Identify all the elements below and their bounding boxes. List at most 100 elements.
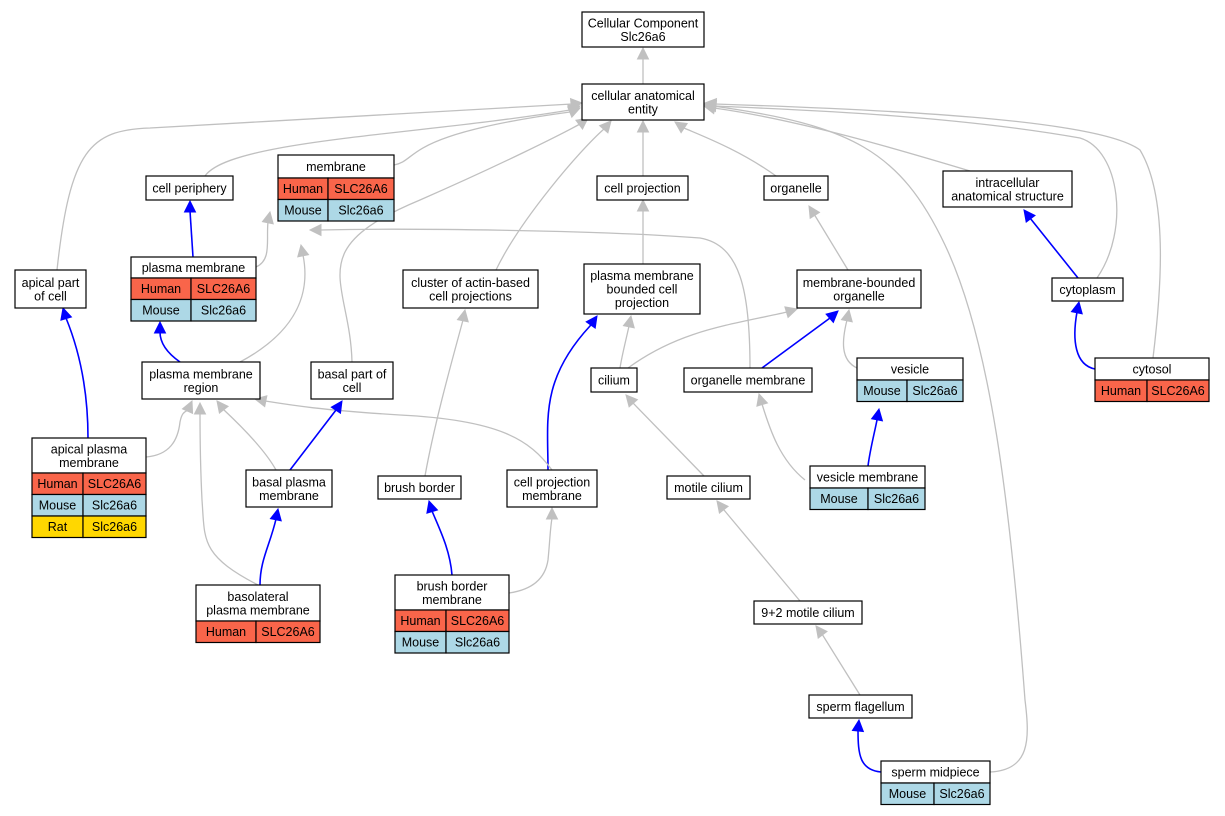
gene-label: Slc26a6 bbox=[874, 492, 919, 506]
edge-line bbox=[714, 105, 1118, 279]
gene-label: SLC26A6 bbox=[88, 477, 142, 491]
node-label: cell projection bbox=[604, 182, 680, 196]
edge-arrowhead bbox=[625, 394, 639, 408]
node-label: vesicle membrane bbox=[817, 471, 918, 485]
gene-label: Slc26a6 bbox=[92, 520, 137, 534]
node-label: sperm flagellum bbox=[816, 700, 904, 714]
gene-label: SLC26A6 bbox=[1151, 384, 1205, 398]
species-label: Mouse bbox=[820, 492, 858, 506]
node-brush-border[interactable]: brush border bbox=[377, 475, 462, 500]
edge-plasma-membrane-to-membrane bbox=[255, 210, 274, 268]
node-label: cell projection bbox=[514, 475, 590, 489]
edge-line bbox=[842, 319, 858, 369]
node-nine-two[interactable]: 9+2 motile cilium bbox=[753, 600, 863, 625]
edge-arrowhead bbox=[456, 308, 469, 323]
node-cell-periphery[interactable]: cell periphery bbox=[145, 175, 234, 201]
edge-arrowhead bbox=[1070, 300, 1083, 315]
gene-cell bbox=[906, 379, 964, 403]
edge-arrowhead bbox=[840, 308, 853, 323]
node-header-box bbox=[763, 175, 829, 201]
edge-line bbox=[189, 210, 194, 258]
node-sperm-flagellum[interactable]: sperm flagellum bbox=[808, 694, 913, 719]
edge-arrowhead bbox=[716, 500, 730, 514]
edge-arrowhead bbox=[674, 121, 689, 134]
node-organelle[interactable]: organelle bbox=[763, 175, 829, 201]
gene-label: Slc26a6 bbox=[338, 204, 383, 218]
species-label: Human bbox=[37, 477, 77, 491]
edge-line bbox=[1029, 217, 1079, 279]
node-header-box bbox=[402, 269, 539, 309]
edge-arrowhead bbox=[622, 314, 635, 329]
species-label: Mouse bbox=[889, 787, 927, 801]
edge-line bbox=[546, 323, 592, 471]
node-header-box bbox=[245, 469, 333, 508]
gene-cell bbox=[327, 198, 395, 222]
node-org-membrane[interactable]: organelle membrane bbox=[683, 367, 813, 393]
node-label: cell bbox=[343, 381, 362, 395]
edge-apical-part-to-cae bbox=[56, 97, 584, 271]
node-header-box bbox=[581, 83, 705, 121]
edge-arrowhead bbox=[636, 119, 650, 133]
edge-line bbox=[204, 109, 571, 177]
edge-arrowhead bbox=[598, 120, 612, 134]
edge-cytosol-to-cytoplasm bbox=[1070, 300, 1096, 370]
species-label: Mouse bbox=[39, 499, 77, 513]
edge-brush-border-to-cluster-actin bbox=[424, 308, 469, 477]
edge-arrowhead bbox=[545, 506, 559, 520]
gene-label: Slc26a6 bbox=[455, 636, 500, 650]
node-label: organelle bbox=[833, 289, 884, 303]
node-header-box bbox=[310, 361, 394, 400]
edge-arrowhead bbox=[181, 399, 194, 415]
species-label: Mouse bbox=[402, 636, 440, 650]
node-label: membrane bbox=[306, 160, 366, 174]
edge-arrowhead bbox=[216, 400, 230, 414]
gene-cell bbox=[867, 487, 926, 511]
edge-intracellular-to-cae bbox=[702, 102, 971, 172]
edge-basolateral-pm-to-basal-pm bbox=[259, 507, 282, 586]
edge-line bbox=[65, 317, 89, 439]
node-header-box bbox=[581, 11, 705, 48]
node-label: apical part bbox=[22, 276, 80, 290]
edge-pm-region-to-plasma-membrane bbox=[153, 320, 181, 363]
node-cytoplasm[interactable]: cytoplasm bbox=[1051, 277, 1124, 302]
node-label: Slc26a6 bbox=[620, 30, 665, 44]
node-motile-cilium[interactable]: motile cilium bbox=[666, 475, 751, 500]
node-label: basal part of bbox=[318, 367, 387, 381]
edge-line bbox=[761, 403, 806, 481]
node-cilium[interactable]: cilium bbox=[590, 367, 638, 393]
node-label: cluster of actin-based bbox=[411, 276, 530, 290]
edge-line bbox=[682, 126, 777, 177]
edge-line bbox=[619, 325, 630, 369]
node-cell-projection[interactable]: cell projection bbox=[596, 175, 689, 201]
edge-line bbox=[255, 221, 269, 268]
node-label: organelle membrane bbox=[691, 374, 806, 388]
node-label: plasma membrane bbox=[206, 603, 310, 617]
edge-line bbox=[713, 107, 971, 172]
node-header-box bbox=[145, 175, 234, 201]
edge-line bbox=[1074, 311, 1096, 370]
node-header-box bbox=[1051, 277, 1124, 302]
node-label: organelle bbox=[770, 182, 821, 196]
